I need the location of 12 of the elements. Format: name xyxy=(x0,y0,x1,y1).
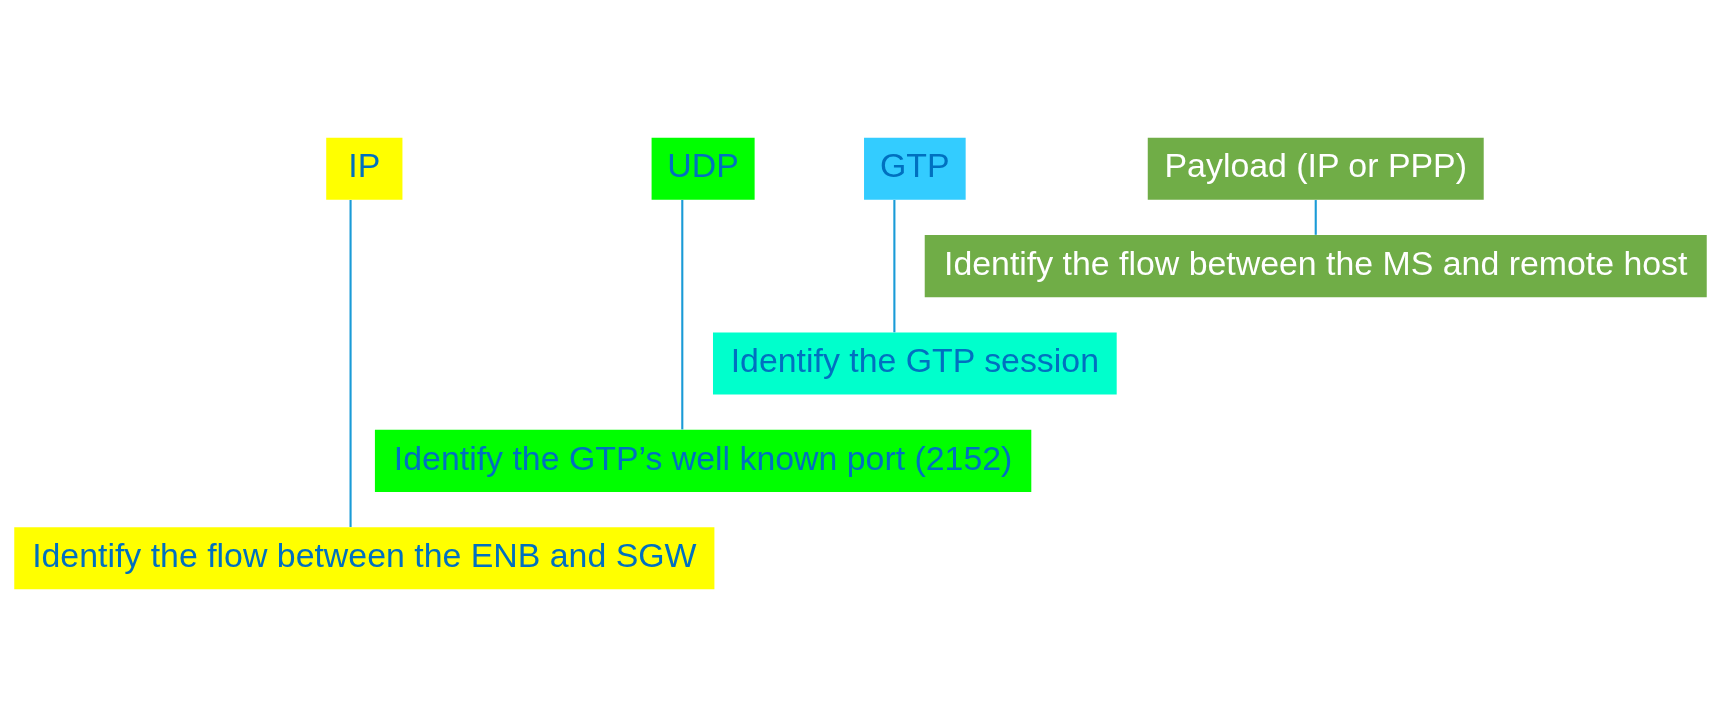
node-box: Identify the flow between the ENB and SGW xyxy=(14,527,715,590)
connector xyxy=(893,200,896,333)
node-box: Payload (IP or PPP) xyxy=(1147,137,1484,200)
connector xyxy=(681,199,684,430)
node-box: IP xyxy=(326,137,403,200)
node-box: Identify the GTP’s well known port (2152) xyxy=(374,429,1032,492)
connector xyxy=(1314,200,1317,235)
node-box: GTP xyxy=(864,137,966,200)
connector xyxy=(349,199,352,527)
node-box: Identify the GTP session xyxy=(713,332,1117,395)
node-box: Identify the flow between the MS and remote host xyxy=(924,235,1707,298)
node-box: UDP xyxy=(651,137,755,200)
